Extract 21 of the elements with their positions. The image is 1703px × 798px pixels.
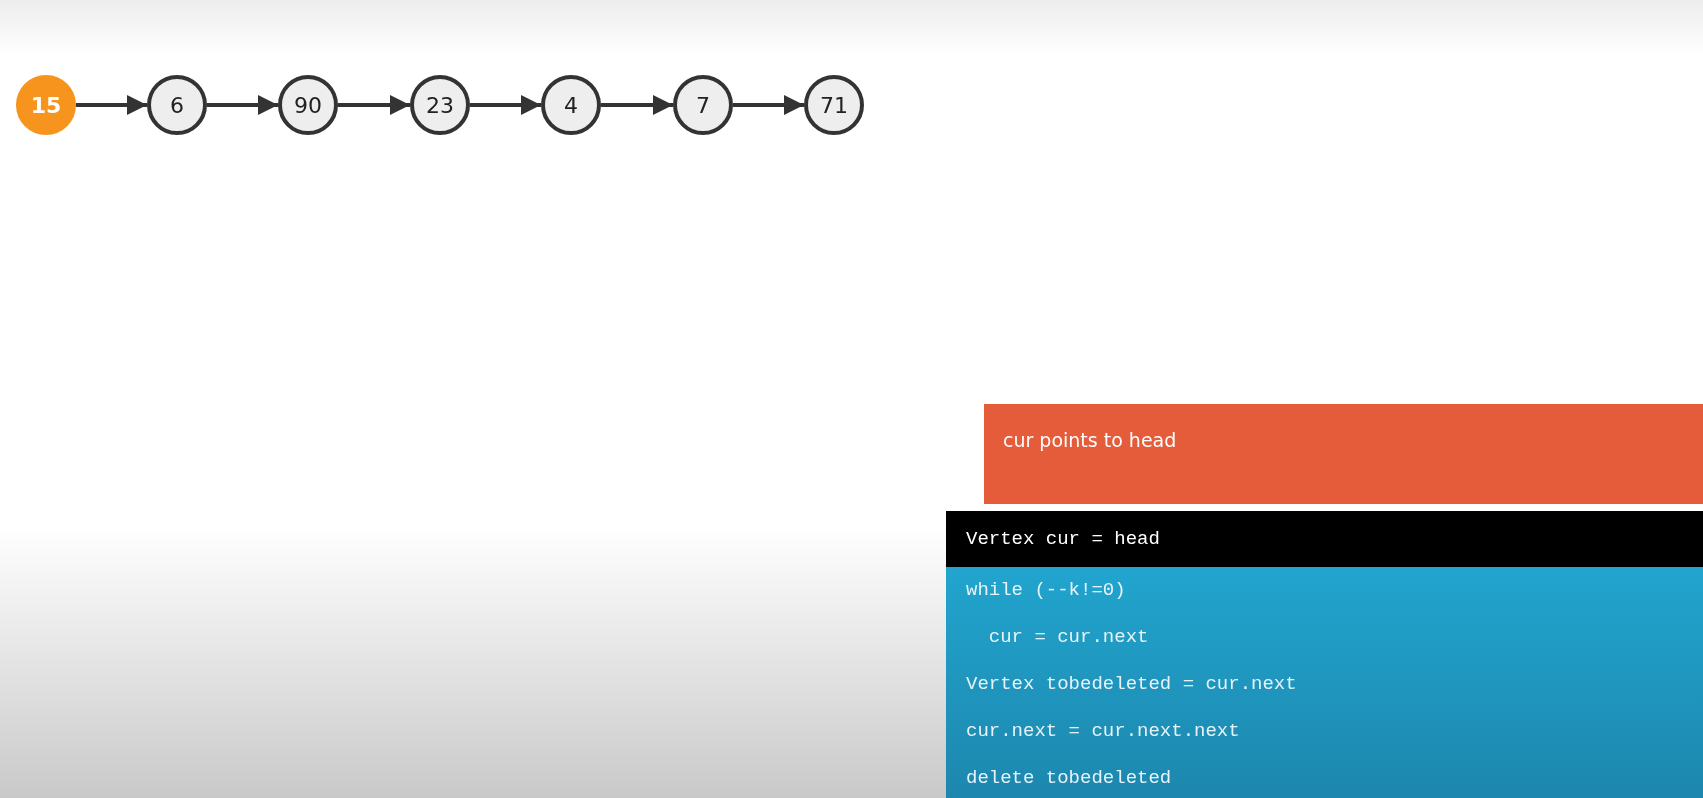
list-node-circle: 4 bbox=[541, 75, 601, 135]
arrow bbox=[733, 95, 804, 115]
list-node-circle: 6 bbox=[147, 75, 207, 135]
arrow bbox=[76, 95, 147, 115]
status-message: cur points to head bbox=[1003, 429, 1177, 451]
code-line: cur = cur.next bbox=[987, 625, 1150, 650]
list-node-circle: 71 bbox=[804, 75, 864, 135]
arrow bbox=[601, 95, 673, 115]
list-node-circle: 90 bbox=[278, 75, 338, 135]
arrow bbox=[470, 95, 541, 115]
arrow bbox=[338, 95, 410, 115]
code-line: Vertex tobedeleted = cur.next bbox=[965, 672, 1298, 697]
arrow bbox=[207, 95, 278, 115]
list-node-circle: 15 bbox=[16, 75, 76, 135]
code-panel bbox=[946, 511, 1703, 798]
code-line: while (--k!=0) bbox=[965, 578, 1127, 603]
status-banner bbox=[984, 404, 1703, 504]
list-node-circle: 7 bbox=[673, 75, 733, 135]
list-node-circle: 23 bbox=[410, 75, 470, 135]
code-line: delete tobedeleted bbox=[965, 766, 1173, 791]
code-line: cur.next = cur.next.next bbox=[965, 719, 1241, 744]
